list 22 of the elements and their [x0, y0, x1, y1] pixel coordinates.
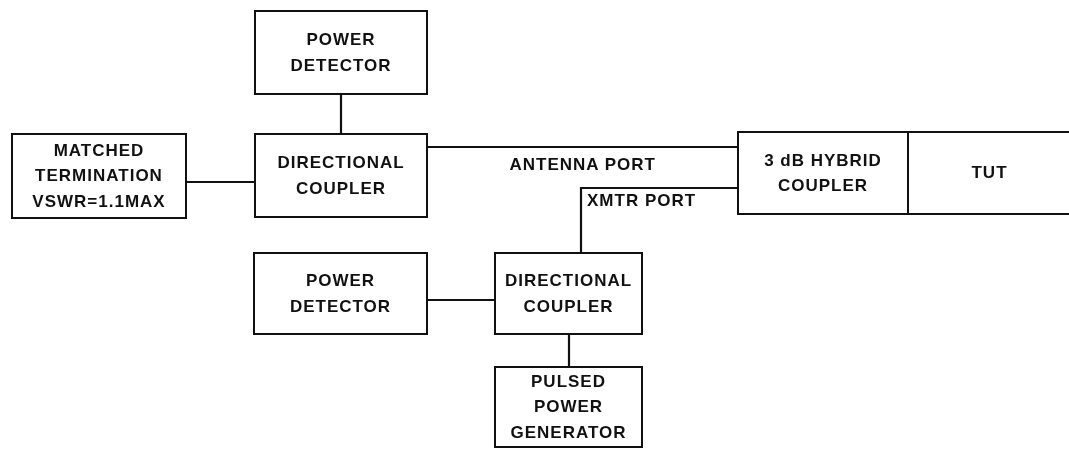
block-box: [494, 366, 643, 448]
block-box: [737, 131, 909, 215]
block-box: [254, 10, 428, 95]
block-label: TUT: [970, 162, 1009, 185]
block-label: PULSED POWER GENERATOR: [509, 370, 628, 444]
block-label: POWER DETECTOR: [289, 29, 393, 77]
connector-line: [579, 186, 737, 252]
block-box: [907, 131, 1069, 215]
block-box: [253, 252, 428, 335]
block-label: DIRECTIONAL COUPLER: [503, 270, 634, 318]
block-box: [494, 252, 643, 335]
connector-line: [339, 95, 343, 133]
block-label: 3 dB HYBRID COUPLER: [763, 149, 883, 197]
block-box: [11, 133, 187, 219]
connector-line: [567, 335, 571, 366]
connector-line: [428, 298, 494, 302]
block-label: MATCHED TERMINATION VSWR=1.1MAX: [31, 139, 167, 213]
block-label: POWER DETECTOR: [288, 270, 393, 318]
block-label: DIRECTIONAL COUPLER: [276, 152, 406, 200]
connector-line: [428, 145, 737, 149]
block-box: [254, 133, 428, 218]
connector-line: [187, 180, 254, 184]
